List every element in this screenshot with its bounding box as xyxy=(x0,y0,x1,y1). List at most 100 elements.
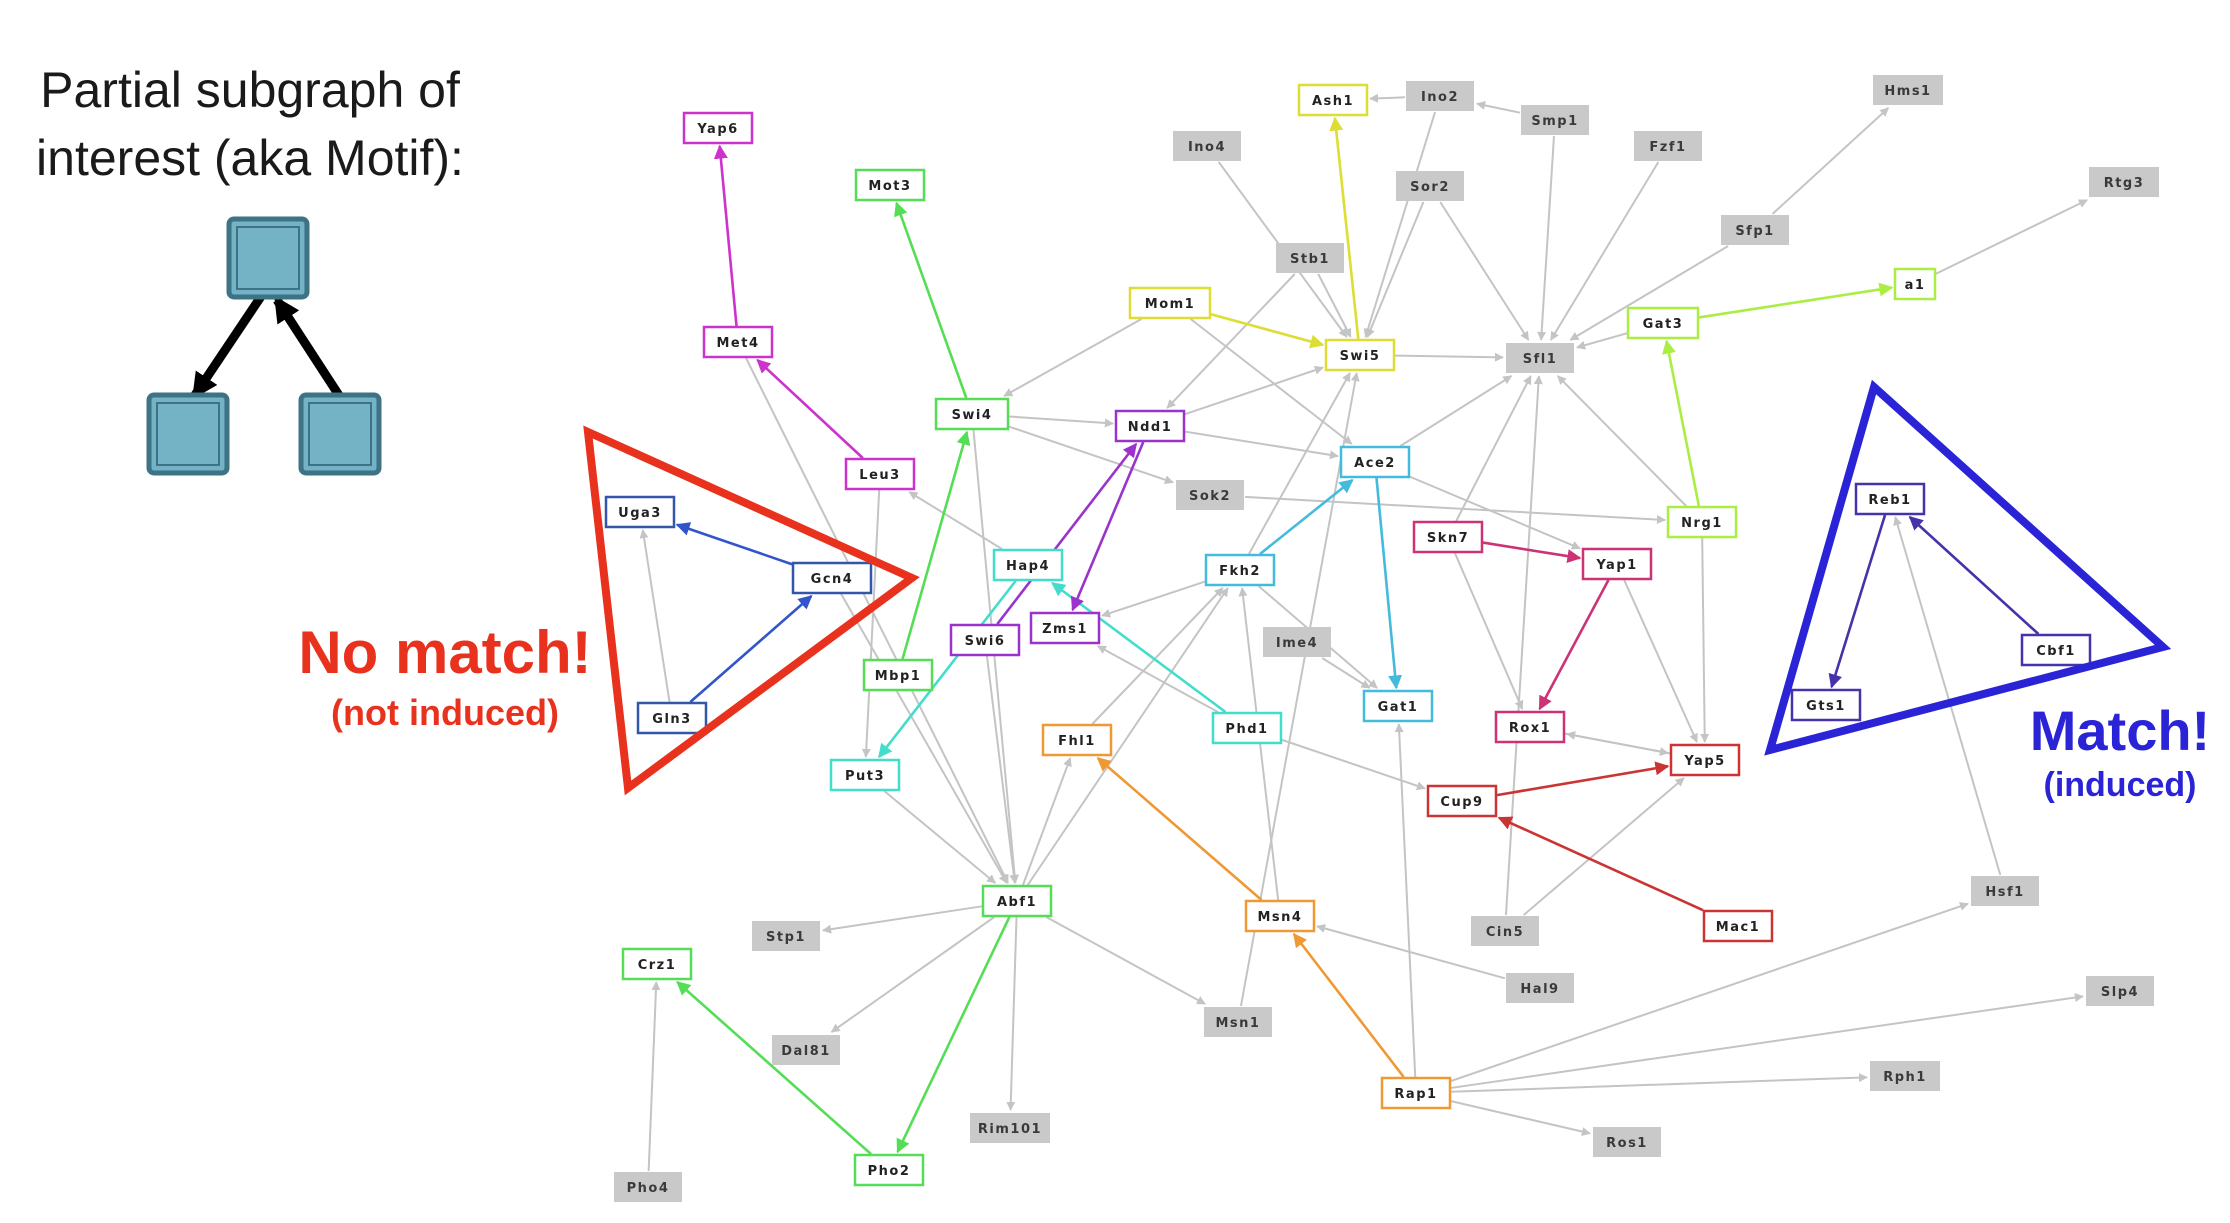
edge-ino2-to-ash1 xyxy=(1369,93,1406,103)
edge-phd1-to-cup9 xyxy=(1281,738,1426,791)
edge-skn7-to-rox1 xyxy=(1453,552,1524,710)
node-hms1: Hms1 xyxy=(1873,75,1943,105)
node-label: Gat1 xyxy=(1378,700,1419,715)
node-label: Slp4 xyxy=(2101,985,2139,1000)
node-label: Mac1 xyxy=(1716,920,1760,935)
node-rph1: Rph1 xyxy=(1870,1061,1940,1091)
node-box xyxy=(1128,286,1212,320)
node-box xyxy=(1406,81,1474,111)
motif-edge xyxy=(273,295,346,403)
node-pho4: Pho4 xyxy=(614,1172,682,1202)
node-box xyxy=(981,884,1053,918)
edge-sok2-to-nrg1 xyxy=(1244,495,1666,525)
node-label: Msn1 xyxy=(1216,1016,1261,1031)
node-label: Nrg1 xyxy=(1681,516,1723,531)
node-label: Yap1 xyxy=(1595,558,1637,573)
match-triangle xyxy=(1764,379,2172,756)
edge-nrg1-to-yap5 xyxy=(1700,537,1710,743)
edge-ndd1-to-ace2 xyxy=(1184,430,1339,460)
node-dal81: Dal81 xyxy=(772,1035,840,1065)
node-box xyxy=(992,548,1064,582)
node-label: Cbf1 xyxy=(2036,644,2076,659)
node-box xyxy=(1666,505,1738,539)
node-gat1: Gat1 xyxy=(1362,689,1434,723)
edge-cup9-to-yap5 xyxy=(1496,761,1670,797)
node-ino2: Ino2 xyxy=(1406,81,1474,111)
node-box xyxy=(604,495,676,529)
node-label: Leu3 xyxy=(859,468,900,483)
node-label: Fzf1 xyxy=(1649,140,1686,155)
edge-msn4-to-fhl1 xyxy=(1096,757,1263,901)
node-mom1: Mom1 xyxy=(1128,286,1212,320)
node-hsf1: Hsf1 xyxy=(1971,876,2039,906)
node-box xyxy=(1244,899,1316,933)
node-label: Ros1 xyxy=(1606,1136,1648,1151)
edge-fkh2-to-swi5 xyxy=(1248,372,1351,555)
nodes-layer: Yap6Mot3Met4Leu3Uga3Gcn4Gln3Swi4Mbp1Put3… xyxy=(604,75,2159,1202)
node-pho2: Pho2 xyxy=(853,1153,925,1187)
node-box xyxy=(1521,105,1589,135)
node-box xyxy=(614,1172,682,1202)
node-box xyxy=(862,658,934,692)
node-box xyxy=(1412,520,1484,554)
node-skn7: Skn7 xyxy=(1412,520,1484,554)
edge-fkh2-to-ace2 xyxy=(1259,478,1354,556)
edge-fhl1-to-fkh2 xyxy=(1091,587,1224,725)
node-label: Hsf1 xyxy=(1985,885,2024,900)
node-ash1: Ash1 xyxy=(1297,83,1369,117)
node-box xyxy=(2086,976,2154,1006)
node-box xyxy=(1873,75,1943,105)
node-label: Sfp1 xyxy=(1735,224,1774,239)
edge-put3-to-abf1 xyxy=(883,790,996,884)
edge-ace2-to-gat1 xyxy=(1375,477,1403,690)
match-label: Match! xyxy=(2029,699,2211,762)
node-label: Ace2 xyxy=(1354,456,1396,471)
node-label: Sok2 xyxy=(1189,489,1231,504)
node-box xyxy=(1211,711,1283,745)
node-box xyxy=(1204,1007,1272,1037)
node-label: Rim101 xyxy=(978,1122,1042,1137)
node-box xyxy=(772,1035,840,1065)
node-mbp1: Mbp1 xyxy=(862,658,934,692)
node-label: Mot3 xyxy=(868,179,911,194)
edge-leu3-to-put3 xyxy=(861,489,881,758)
node-ndd1: Ndd1 xyxy=(1114,409,1186,443)
edge-rap1-to-hsf1 xyxy=(1450,902,1969,1082)
node-box xyxy=(1702,909,1774,943)
node-label: Swi6 xyxy=(965,634,1006,649)
node-label: Yap5 xyxy=(1683,754,1725,769)
node-box xyxy=(1626,306,1700,340)
node-abf1: Abf1 xyxy=(981,884,1053,918)
node-gcn4: Gcn4 xyxy=(791,561,873,595)
node-box xyxy=(934,397,1010,431)
node-box xyxy=(1721,215,1789,245)
node-rim101: Rim101 xyxy=(970,1113,1050,1143)
node-label: Cup9 xyxy=(1440,795,1483,810)
node-label: Mbp1 xyxy=(875,669,922,684)
node-sfl1: Sfl1 xyxy=(1506,343,1574,373)
node-box xyxy=(1204,553,1276,587)
edge-gcn4-to-uga3 xyxy=(675,522,793,566)
node-label: Rtg3 xyxy=(2104,176,2145,191)
edge-yap1-to-rox1 xyxy=(1538,579,1610,711)
node-label: Met4 xyxy=(716,336,759,351)
node-ros1: Ros1 xyxy=(1593,1127,1661,1157)
edge-sor2-to-swi5 xyxy=(1366,201,1425,338)
node-gts1: Gts1 xyxy=(1790,688,1862,722)
node-box xyxy=(829,758,901,792)
node-box xyxy=(1263,627,1331,657)
node-fzf1: Fzf1 xyxy=(1634,131,1702,161)
edge-reb1-to-gts1 xyxy=(1828,514,1887,689)
motif-caption-line2: interest (aka Motif): xyxy=(36,130,464,186)
edge-ime4-to-gat1 xyxy=(1321,657,1371,689)
node-box xyxy=(1276,243,1344,273)
edge-abf1-to-stp1 xyxy=(822,905,983,934)
node-yap5: Yap5 xyxy=(1669,743,1741,777)
edge-sfp1-to-sfl1 xyxy=(1569,245,1729,341)
node-box xyxy=(1176,480,1244,510)
node-swi5: Swi5 xyxy=(1324,338,1396,372)
node-fhl1: Fhl1 xyxy=(1041,723,1113,757)
node-label: Fkh2 xyxy=(1219,564,1261,579)
node-label: Smp1 xyxy=(1531,114,1578,129)
